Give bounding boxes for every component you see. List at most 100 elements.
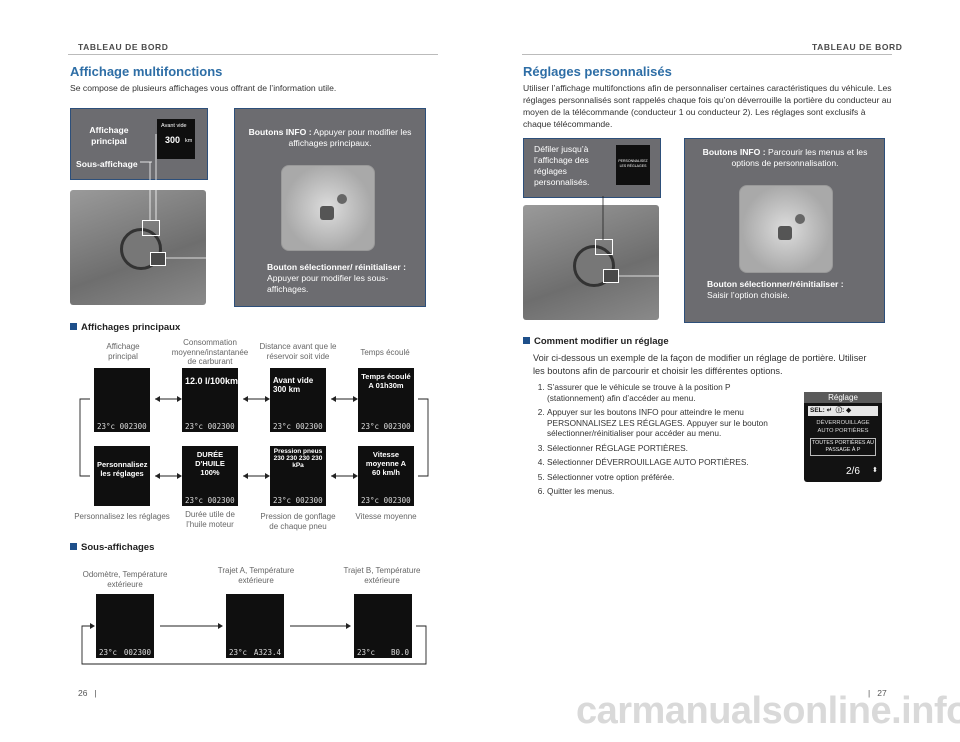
odometer-value: 002300 xyxy=(123,648,151,657)
steps-list: S’assurer que le véhicule se trouve à la… xyxy=(533,382,779,501)
display-label: Vitesse moyenne xyxy=(355,512,417,521)
sub-display-label: Odomètre, Température extérieure xyxy=(82,570,168,589)
steering-button-marker xyxy=(603,269,619,283)
left-header-rule xyxy=(68,54,438,55)
select-reset-button-icon xyxy=(320,206,334,220)
screen-footer: 23°c 002300 xyxy=(273,496,323,505)
fuel-economy-screen: 12.0 l/100km 23°c 002300 xyxy=(182,368,238,432)
info-buttons-label: Boutons INFO : xyxy=(702,147,766,157)
display-label: Personnalisez les réglages xyxy=(74,512,170,521)
section-bullet-icon xyxy=(523,337,530,344)
display-label: Temps écoulé xyxy=(360,348,410,357)
select-reset-button-icon xyxy=(778,226,792,240)
steering-controls-closeup xyxy=(739,185,833,273)
customize-settings-screen: Personnalisez les réglages xyxy=(94,446,150,506)
page-number-value: 26 xyxy=(78,688,88,698)
section-bullet-icon xyxy=(70,323,77,330)
tire-pressure-screen: Pression pneus 230 230 230 230 kPa 23°c … xyxy=(270,446,326,506)
screen-footer: 23°c 002300 xyxy=(185,422,235,431)
display-label: Durée utile de l’huile moteur xyxy=(185,510,235,529)
right-intro: Utiliser l’affichage multifonctions afin… xyxy=(523,83,892,129)
main-display-marker xyxy=(142,220,160,236)
left-page-number: 26 | xyxy=(78,688,97,698)
mini-screen-value: 300 xyxy=(165,135,181,145)
screen-footer: 23°c 002300 xyxy=(185,496,235,505)
watermark: carmanualsonline.info xyxy=(576,690,960,732)
buttons-panel: Boutons INFO : Appuyer pour modifier les… xyxy=(234,108,426,307)
screen-footer: 23°c 002300 xyxy=(361,496,411,505)
info-buttons-text: Appuyer pour modifier les affichages pri… xyxy=(288,127,412,148)
select-button-text: Saisir l’option choisie. xyxy=(707,290,790,300)
select-button-text: Appuyer pour modifier les sous-affichage… xyxy=(267,273,389,294)
steering-button-marker xyxy=(150,252,166,266)
screen-footer: 23°c B0.0 xyxy=(357,648,409,657)
display-label: Pression de gonflage de chaque pneu xyxy=(260,512,336,531)
elapsed-time-screen: Temps écoulé A 01h30m 23°c 002300 xyxy=(358,368,414,432)
dashboard-photo xyxy=(523,205,659,320)
scroll-callout-text: Défiler jusqu’à l’affichage des réglages… xyxy=(534,144,590,187)
step-item: Quitter les menus. xyxy=(547,486,779,497)
setting-screen: Réglage SEL: ↵ ⓘ: ◆ DÉVERROUILLAGE AUTO … xyxy=(804,392,882,482)
tire-pressure-readout: Pression pneus 230 230 230 230 kPa xyxy=(273,448,323,469)
step-item: Appuyer sur les boutons INFO pour attein… xyxy=(547,407,779,439)
right-header-rule xyxy=(522,54,892,55)
mini-customize-screen: PERSONNALISEZ LES RÉGLAGES xyxy=(616,145,650,185)
outside-temp: 23°c xyxy=(357,648,376,657)
sub-display-label: Trajet A, Température extérieure xyxy=(217,566,295,585)
trip-a-value: A323.4 xyxy=(253,648,281,657)
avg-speed-screen: Vitesse moyenne A 60 km/h 23°c 002300 xyxy=(358,446,414,506)
left-page-title: Affichage multifonctions xyxy=(70,64,223,79)
step-item: S’assurer que le véhicule se trouve à la… xyxy=(547,382,779,403)
main-display-screen: 23°c 002300 xyxy=(94,368,150,432)
up-down-icon: ⬍ xyxy=(872,467,878,474)
main-display-callout: Affichage principal xyxy=(89,125,129,146)
main-displays-heading: Affichages principaux xyxy=(70,322,180,333)
sub-displays-heading-text: Sous-affichages xyxy=(81,542,155,553)
sub-display-label: Trajet B, Température extérieure xyxy=(343,566,421,585)
info-button-icon xyxy=(337,194,347,204)
setting-option-line: DÉVERROUILLAGE AUTO PORTIÈRES xyxy=(816,420,870,434)
how-to-heading-text: Comment modifier un réglage xyxy=(534,336,669,347)
left-intro: Se compose de plusieurs affichages vous … xyxy=(70,83,337,93)
info-buttons-label: Boutons INFO : xyxy=(248,127,312,137)
select-button-label: Bouton sélectionner/ réinitialiser : xyxy=(267,262,406,272)
setting-select-label: SEL: xyxy=(810,407,825,414)
info-button-icon xyxy=(795,214,805,224)
fuel-economy-readout: 12.0 l/100km xyxy=(185,376,239,386)
mini-screen-label: Avant vide xyxy=(161,123,187,129)
how-to-lead: Voir ci-dessous un exemple de la façon d… xyxy=(533,353,867,376)
steering-controls-closeup xyxy=(281,165,375,251)
how-to-heading: Comment modifier un réglage xyxy=(523,336,669,347)
main-display-marker xyxy=(595,239,613,255)
display-label: Distance avant que le réservoir soit vid… xyxy=(259,342,337,361)
screen-footer: 23°c 002300 xyxy=(97,422,147,431)
scroll-callout-box: Défiler jusqu’à l’affichage des réglages… xyxy=(523,138,661,198)
info-buttons-description: Boutons INFO : Parcourir les menus et le… xyxy=(695,147,875,169)
section-bullet-icon xyxy=(70,543,77,550)
setting-page-indicator: 2/6 xyxy=(846,466,860,477)
elapsed-time-readout: Temps écoulé A 01h30m xyxy=(361,372,411,390)
setting-option-box: TOUTES PORTIÈRES AU PASSAGE À P xyxy=(810,438,876,456)
screen-footer: 23°c 002300 xyxy=(361,422,411,431)
info-buttons-text: Parcourir les menus et les options de pe… xyxy=(731,147,868,168)
setting-select-bar: SEL: ↵ ⓘ: ◆ xyxy=(808,406,878,416)
trip-b-value: B0.0 xyxy=(390,648,409,657)
right-page-number: | 27 xyxy=(868,688,887,698)
info-buttons-description: Boutons INFO : Appuyer pour modifier les… xyxy=(245,127,415,149)
select-button-description: Bouton sélectionner/réinitialiser : Sais… xyxy=(707,279,877,301)
range-readout: Avant vide 300 km xyxy=(273,376,314,394)
mini-screen-unit: km xyxy=(185,138,193,144)
left-running-header: TABLEAU DE BORD xyxy=(78,42,169,52)
mini-main-screen: Avant vide 300 km xyxy=(157,119,195,159)
setting-screen-title: Réglage xyxy=(804,392,882,403)
sub-display-callout: Sous-affichage xyxy=(76,159,138,169)
buttons-panel: Boutons INFO : Parcourir les menus et le… xyxy=(684,138,885,323)
range-screen: Avant vide 300 km 23°c 002300 xyxy=(270,368,326,432)
select-button-label: Bouton sélectionner/réinitialiser : xyxy=(707,279,844,289)
avg-speed-readout: Vitesse moyenne A 60 km/h xyxy=(365,450,407,477)
dashboard-photo xyxy=(70,190,206,305)
screen-footer: 23°c 002300 xyxy=(273,422,323,431)
